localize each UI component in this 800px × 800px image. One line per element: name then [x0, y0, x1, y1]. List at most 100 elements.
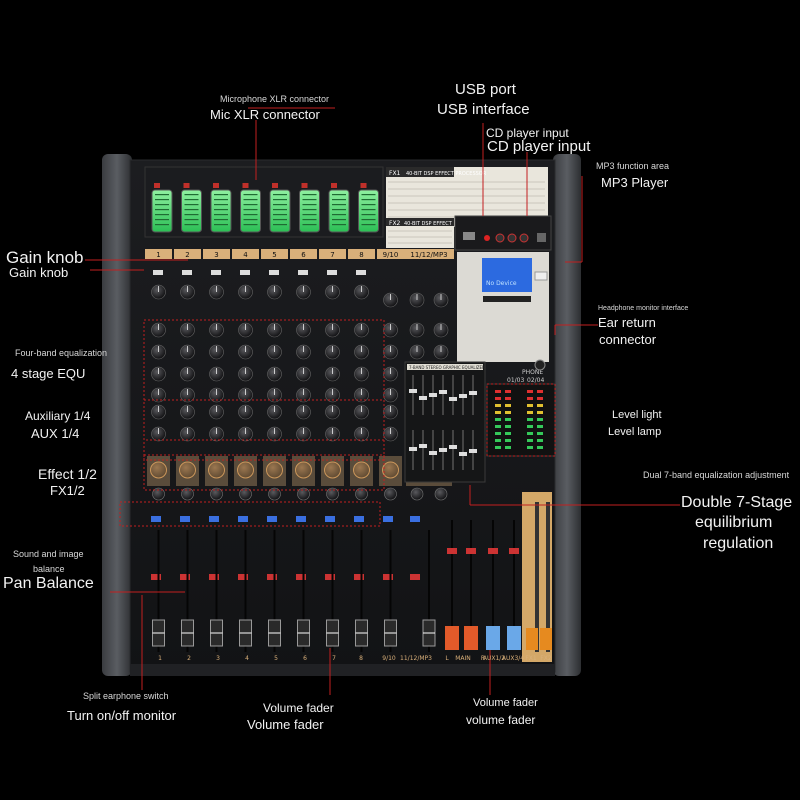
- fader-slot: [215, 530, 218, 652]
- label-mp3-1: MP3 function area: [596, 161, 670, 171]
- meter-segment: [214, 209, 228, 211]
- fader-slot: [331, 530, 334, 652]
- meter-segment: [155, 224, 169, 226]
- clip-led: [360, 183, 367, 188]
- meter-segment: [243, 204, 258, 206]
- fx-send-knob: [237, 461, 254, 479]
- meter-segment: [361, 199, 376, 201]
- level-led: [505, 432, 511, 435]
- meter-segment: [302, 224, 317, 226]
- meter-segment: [155, 194, 169, 196]
- level-led: [505, 397, 511, 400]
- xlr-meter-row: [144, 166, 384, 238]
- meter-segment: [361, 194, 376, 196]
- fx-plate: [176, 456, 199, 486]
- level-led: [537, 439, 543, 442]
- meter-segment: [332, 204, 346, 206]
- pan-knob: [297, 487, 310, 501]
- level-led: [537, 446, 543, 449]
- level-led: [527, 439, 533, 442]
- pan-knob: [355, 487, 368, 501]
- fader-slot: [186, 530, 189, 652]
- label-eq-1: Four-band equalization: [15, 348, 108, 358]
- level-led: [527, 397, 533, 400]
- level-led: [505, 404, 511, 407]
- channel-number-tab: [174, 249, 201, 259]
- channel-number: 9/10: [383, 251, 399, 259]
- fx-plate: [292, 456, 315, 486]
- fader-slot: [389, 530, 392, 652]
- solo-button: [209, 574, 219, 580]
- meter-segment: [302, 199, 317, 201]
- pan-knob: [384, 487, 397, 501]
- bottom-label: 2: [187, 655, 191, 662]
- master-fader-cap: [464, 626, 478, 650]
- fx-plate: [350, 456, 373, 486]
- master-fader-slot: [513, 520, 515, 650]
- meter-segment: [332, 214, 346, 216]
- level-led: [527, 390, 533, 393]
- solo-button: [267, 574, 277, 580]
- usb-cd-area: [454, 215, 552, 251]
- fx1-title: 40-BIT DSP EFFECT PROCESSOR: [406, 171, 487, 177]
- callout-box: [143, 454, 385, 491]
- geq-thumb: [409, 389, 417, 393]
- mute-button: [296, 516, 306, 522]
- label-headphone-2: Ear return: [598, 315, 656, 330]
- channel-number: 5: [272, 251, 276, 259]
- channel-number: 8: [359, 251, 363, 259]
- geq-slot: [412, 375, 414, 415]
- label-split-2: Turn on/off monitor: [67, 708, 177, 723]
- geq-thumb: [449, 445, 457, 449]
- solo-button: [238, 574, 248, 580]
- meter-segment: [302, 204, 317, 206]
- bus-label-2: 02/04: [527, 377, 544, 384]
- lcd-screen: [482, 258, 532, 292]
- level-led: [495, 404, 501, 407]
- callout-lines: [85, 107, 680, 695]
- usb-port: [463, 232, 475, 240]
- mp3-panel: No Device: [457, 252, 549, 362]
- pan-knob: [210, 487, 223, 501]
- pan-knob: [181, 487, 194, 501]
- label-mic-large: Mic XLR connector: [210, 107, 320, 122]
- label-pan-3: Pan Balance: [3, 575, 94, 592]
- callout-brackets: [119, 319, 556, 527]
- clip-led: [154, 183, 160, 188]
- meter-segment: [214, 219, 228, 221]
- clip-led: [331, 183, 337, 188]
- master-faders: [445, 520, 521, 650]
- fx-send-knob: [150, 461, 167, 479]
- clip-led: [213, 183, 219, 188]
- level-led: [537, 411, 543, 414]
- mute-button: [354, 516, 364, 522]
- label-fader-2: Volume fader: [247, 717, 324, 732]
- level-led: [495, 390, 501, 393]
- level-led: [495, 446, 501, 449]
- bottom-label: R: [481, 655, 485, 662]
- channel-number-tab: [261, 249, 288, 259]
- label-fader-1: Volume fader: [263, 701, 334, 715]
- fx-send-knob: [382, 461, 399, 479]
- label-cd-1: CD player input: [486, 126, 569, 140]
- meter-segment: [243, 209, 258, 211]
- channel-number-tab: [203, 249, 230, 259]
- fx2-title: 40-BIT DSP EFFECT: [404, 221, 453, 227]
- channel-meter: [269, 189, 291, 233]
- channel-number-tab: [290, 249, 317, 259]
- meter-segment: [184, 199, 199, 201]
- master-section: [445, 492, 552, 662]
- solo-button: [325, 574, 335, 580]
- meter-segment: [302, 209, 317, 211]
- fader-slot: [157, 530, 160, 652]
- meter-segment: [302, 219, 317, 221]
- callout-box: [143, 319, 385, 441]
- geq-thumb: [459, 452, 467, 456]
- channel-meter: [210, 189, 232, 233]
- master-button: [447, 548, 457, 554]
- bus-label-1: 01/03: [507, 377, 524, 384]
- meter-segment: [273, 219, 287, 221]
- mute-button: [180, 516, 190, 522]
- meter-segment: [361, 224, 376, 226]
- pan-knob: [152, 487, 165, 501]
